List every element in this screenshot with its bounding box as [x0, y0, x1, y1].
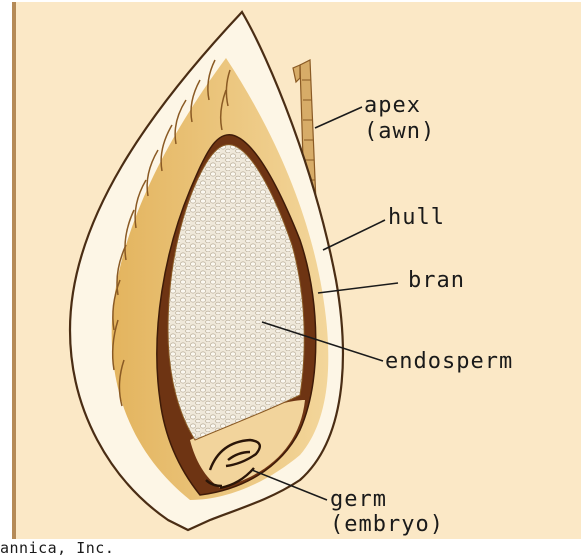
label-bran: bran: [408, 269, 465, 293]
label-apex: apex: [364, 94, 421, 118]
hull-leader-line: [323, 220, 385, 250]
label-germ: germ: [330, 488, 387, 512]
label-awn: (awn): [364, 120, 435, 144]
label-embryo: (embryo): [330, 513, 444, 537]
label-endosperm: endosperm: [385, 350, 513, 374]
label-hull: hull: [388, 206, 445, 230]
apex-leader-line: [315, 107, 362, 128]
credit-text: annica, Inc.: [0, 539, 114, 557]
grain-cross-section: [0, 0, 581, 539]
